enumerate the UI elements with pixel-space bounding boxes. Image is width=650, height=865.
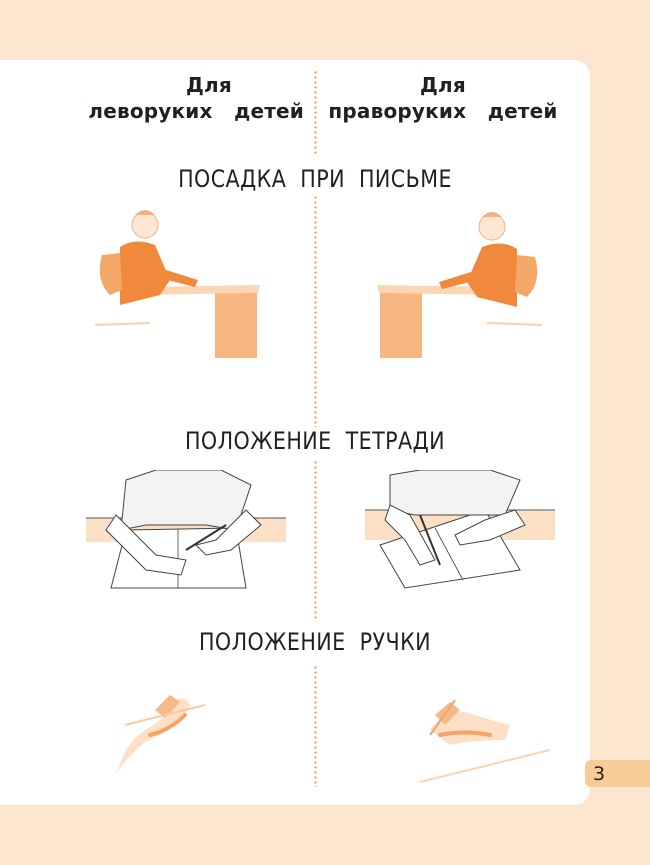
column-divider	[314, 70, 317, 156]
posture-left-illustration	[94, 210, 260, 358]
page-number: 3	[593, 763, 606, 785]
section-title-pen: ПОЛОЖЕНИЕ РУЧКИ	[198, 628, 432, 656]
column-header-left-handed: Для леворуких детей	[74, 72, 304, 124]
column-header-left-line1: Для	[186, 73, 232, 97]
page-number-tab: 3	[585, 760, 650, 787]
column-divider	[314, 665, 317, 787]
pen-grip-right-illustration	[419, 699, 551, 783]
column-divider	[314, 195, 317, 427]
column-header-right-handed: Для праворуких детей	[325, 72, 561, 124]
posture-right-illustration	[377, 212, 543, 358]
column-divider	[314, 460, 317, 620]
column-header-left-line2: леворуких детей	[88, 99, 304, 123]
notebook-left-illustration	[86, 470, 286, 589]
notebook-right-illustration	[365, 470, 555, 589]
column-header-right-line2: праворуких детей	[328, 99, 558, 123]
column-header-right-line1: Для	[420, 73, 466, 97]
section-title-posture: ПОСАДКА ПРИ ПИСЬМЕ	[178, 165, 452, 193]
pen-grip-left-illustration	[115, 695, 206, 775]
page-panel	[0, 60, 590, 805]
section-title-notebook: ПОЛОЖЕНИЕ ТЕТРАДИ	[184, 427, 446, 455]
